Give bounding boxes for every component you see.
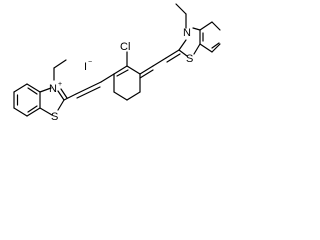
charge-plus-n-left: + — [58, 81, 62, 88]
atom-s-right: S — [186, 53, 193, 65]
right-benzene-ring — [199, 21, 221, 53]
right-ethyl-group — [175, 3, 187, 29]
atom-n-left: N — [49, 83, 57, 95]
left-vinyl-linker — [63, 73, 115, 101]
counter-ion-iodide: I — [84, 61, 87, 73]
charge-minus-iodide: − — [88, 59, 92, 66]
cyclohexene-ring — [113, 65, 141, 101]
left-ethyl-group — [53, 59, 67, 81]
right-methine-chain — [139, 49, 181, 79]
left-benzene-ring — [13, 83, 41, 117]
atom-cl: Cl — [120, 41, 130, 53]
structure-diagram: N + S Cl N S I − — [13, 3, 221, 123]
left-thiazole-ring — [39, 87, 68, 116]
right-thiazole-ring — [178, 27, 201, 57]
atom-n-right: N — [183, 27, 191, 39]
atom-s-left: S — [51, 111, 58, 123]
